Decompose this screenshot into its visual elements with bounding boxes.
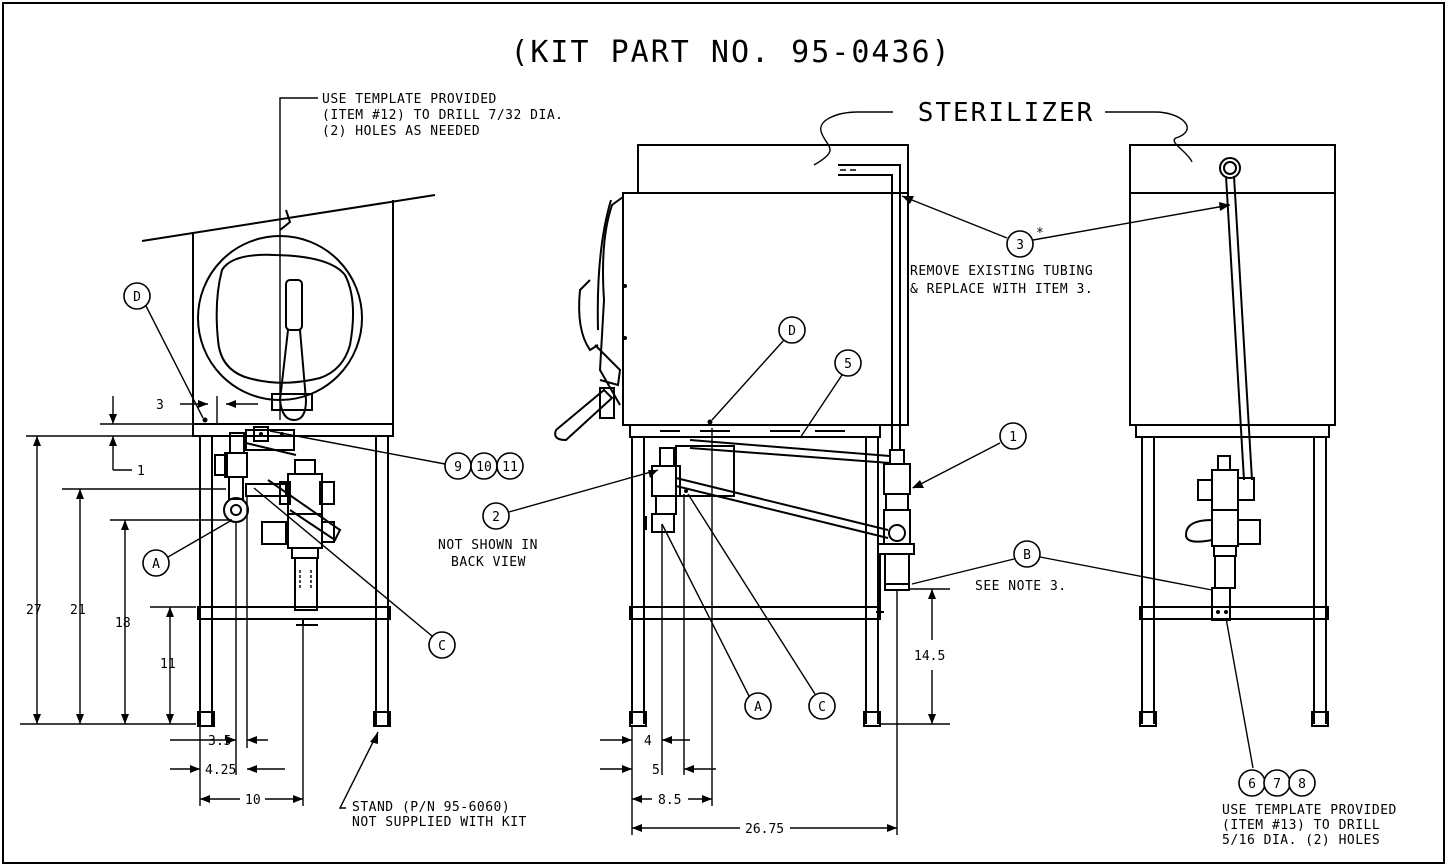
template-12-note: USE TEMPLATE PROVIDED (ITEM #12) TO DRIL… xyxy=(322,92,563,139)
dim-11: 11 xyxy=(160,657,176,672)
sterilizer-leader-left xyxy=(813,111,893,166)
template13-line1: USE TEMPLATE PROVIDED xyxy=(1222,803,1397,818)
svg-text:8: 8 xyxy=(1298,777,1306,792)
dim-10: 10 xyxy=(245,793,261,808)
svg-text:5: 5 xyxy=(844,357,852,372)
dim-26-75: 26.75 xyxy=(745,822,784,837)
dim-27: 27 xyxy=(26,603,42,618)
svg-text:6: 6 xyxy=(1248,777,1256,792)
dim-4: 4 xyxy=(644,734,652,749)
stand-line1: STAND (P/N 95-6060) xyxy=(352,800,510,815)
svg-text:D: D xyxy=(788,324,796,339)
template13-line2: (ITEM #13) TO DRILL xyxy=(1222,818,1380,833)
svg-text:A: A xyxy=(754,700,762,715)
stand-line2: NOT SUPPLIED WITH KIT xyxy=(352,815,527,830)
callout-a-left: A xyxy=(142,519,233,577)
callout-1: 1 xyxy=(912,422,1027,489)
not-shown-note: NOT SHOWN IN BACK VIEW xyxy=(438,538,538,570)
sterilizer-leader-right xyxy=(1105,111,1193,163)
stand-leader xyxy=(338,731,379,809)
svg-text:C: C xyxy=(818,700,826,715)
callout-9-10-11: 9 10 11 xyxy=(269,430,524,480)
svg-text:11: 11 xyxy=(502,460,518,475)
template13-line3: 5/16 DIA. (2) HOLES xyxy=(1222,833,1380,848)
template12-line1: USE TEMPLATE PROVIDED xyxy=(322,92,497,107)
dim-3: 3 xyxy=(156,398,164,413)
callout-5: 5 xyxy=(799,349,862,439)
callout-2: 2 xyxy=(482,469,659,530)
template12-leader xyxy=(279,97,318,420)
kit-title: (KIT PART NO. 95-0436) xyxy=(510,35,951,70)
callout-d-left: D xyxy=(123,282,204,419)
dim-5: 5 xyxy=(652,763,660,778)
callout-b: B SEE NOTE 3. xyxy=(911,540,1213,594)
svg-text:1: 1 xyxy=(1009,430,1017,445)
svg-text:2: 2 xyxy=(492,510,500,525)
svg-text:3: 3 xyxy=(1016,238,1024,253)
left-dimensions: 3 1 27 21 18 11 xyxy=(20,396,304,808)
right-front-view xyxy=(1129,144,1336,727)
dim-8-5: 8.5 xyxy=(658,793,681,808)
remove-line2: & REPLACE WITH ITEM 3. xyxy=(910,282,1093,297)
svg-text:C: C xyxy=(438,639,446,654)
svg-text:D: D xyxy=(133,290,141,305)
callout-d-middle: D xyxy=(711,316,806,421)
remove-line1: REMOVE EXISTING TUBING xyxy=(910,264,1093,279)
svg-text:10: 10 xyxy=(476,460,492,475)
callout-c-middle: C xyxy=(687,493,836,720)
dim-18: 18 xyxy=(115,616,131,631)
left-side-view xyxy=(141,194,436,727)
template12-line3: (2) HOLES AS NEEDED xyxy=(322,124,480,139)
not-shown-line2: BACK VIEW xyxy=(451,555,526,570)
callout-c-left: C xyxy=(253,487,456,659)
sterilizer-label: STERILIZER xyxy=(918,98,1095,128)
svg-text:9: 9 xyxy=(454,460,462,475)
dim-3-5: 3.5 xyxy=(208,734,231,749)
asterisk-mark: * xyxy=(1036,226,1044,241)
middle-dimensions: 4 5 8.5 26.75 14.5 xyxy=(600,428,950,837)
svg-text:A: A xyxy=(152,557,160,572)
svg-text:B: B xyxy=(1023,548,1031,563)
template-13-note: USE TEMPLATE PROVIDED (ITEM #13) TO DRIL… xyxy=(1222,803,1397,848)
svg-text:7: 7 xyxy=(1273,777,1281,792)
callout-3: 3 * xyxy=(901,195,1231,258)
dim-4-25: 4.25 xyxy=(205,763,236,778)
callout-6-7-8: 6 7 8 xyxy=(1225,617,1316,797)
dim-1: 1 xyxy=(137,464,145,479)
dim-14-5: 14.5 xyxy=(914,649,945,664)
template12-line2: (ITEM #12) TO DRILL 7/32 DIA. xyxy=(322,108,563,123)
middle-back-view xyxy=(554,144,915,727)
dim-21: 21 xyxy=(70,603,86,618)
not-shown-line1: NOT SHOWN IN xyxy=(438,538,538,553)
remove-tubing-note: REMOVE EXISTING TUBING & REPLACE WITH IT… xyxy=(910,264,1093,297)
see-note-3: SEE NOTE 3. xyxy=(975,579,1067,594)
stand-note: STAND (P/N 95-6060) NOT SUPPLIED WITH KI… xyxy=(352,800,527,830)
callout-a-middle: A xyxy=(661,523,772,720)
